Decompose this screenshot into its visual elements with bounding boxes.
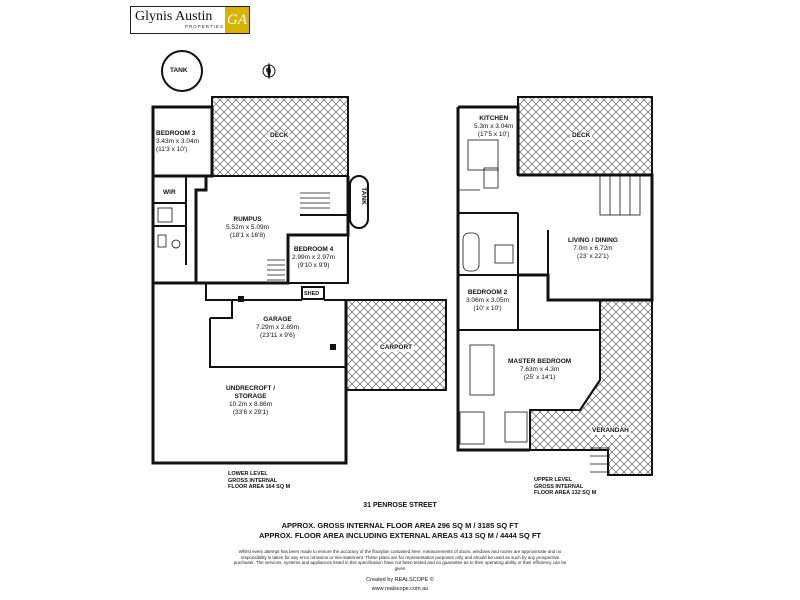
upper-level-label: UPPER LEVEL GROSS INTERNAL FLOOR AREA 13…	[534, 477, 596, 497]
room-metric: 7.0m x 6.72m	[573, 245, 613, 252]
level-line: FLOOR AREA 164 SQ M	[228, 484, 291, 490]
room-imperial: (11'3 x 10')	[156, 146, 188, 153]
room-metric: 3.06m x 3.05m	[466, 297, 509, 304]
level-line: UPPER LEVEL	[534, 477, 573, 483]
upper-level-plan	[456, 96, 654, 476]
logo-name: Glynis Austin	[135, 9, 213, 24]
level-line: LOWER LEVEL	[228, 471, 268, 477]
room-imperial: (23' x 22'1)	[577, 253, 609, 260]
room-rumpus: RUMPUS 5.52m x 5.09m (18'1 x 16'8)	[226, 216, 269, 240]
room-name: KITCHEN	[479, 115, 509, 122]
compass-needle-icon	[267, 62, 271, 80]
carport-label: CARPORT	[378, 344, 415, 352]
room-imperial: (10' x 10')	[473, 305, 502, 312]
website-link[interactable]: www.realscope.com.au	[371, 586, 429, 592]
lower-deck-label: DECK	[268, 132, 291, 140]
logo-mark: GA	[225, 7, 249, 33]
room-name: BEDROOM 3	[156, 130, 196, 137]
room-imperial: (25' x 14'1)	[523, 374, 556, 381]
tank-top-label: TANK	[170, 67, 188, 74]
room-bedroom-3: BEDROOM 3 3.43m x 3.04m (11'3 x 10')	[156, 130, 199, 154]
level-line: FLOOR AREA 132 SQ M	[534, 490, 597, 496]
room-imperial: (33'6 x 29'1)	[232, 409, 269, 416]
room-imperial: (17'5 x 10')	[477, 131, 510, 138]
room-metric: 7.29m x 2.89m	[256, 324, 299, 331]
room-bedroom-2: BEDROOM 2 3.06m x 3.05m (10' x 10')	[466, 289, 509, 313]
shed-label: SHED	[304, 291, 320, 297]
room-imperial: (18'1 x 16'8)	[229, 232, 266, 239]
room-name: BEDROOM 2	[467, 289, 508, 296]
compass-label: N	[266, 68, 270, 74]
external-area: APPROX. FLOOR AREA INCLUDING EXTERNAL AR…	[259, 531, 541, 540]
room-imperial: (9'10 x 9'9)	[297, 262, 330, 269]
room-name: LIVING / DINING	[568, 237, 618, 244]
room-garage: GARAGE 7.29m x 2.89m (23'11 x 9'6)	[256, 316, 299, 340]
upper-deck-label: DECK	[570, 132, 593, 140]
room-name-2: STORAGE	[234, 393, 267, 400]
level-line: GROSS INTERNAL	[534, 483, 584, 490]
room-metric: 10.2m x 8.86m	[229, 401, 273, 408]
room-kitchen: KITCHEN 5.3m x 3.04m (17'5 x 10')	[474, 115, 513, 139]
room-master-bedroom: MASTER BEDROOM 7.63m x 4.3m (25' x 14'1)	[508, 358, 571, 382]
tank-side-label: TANK	[359, 187, 367, 205]
logo-subtitle: PROPERTIES	[185, 24, 224, 29]
room-bedroom-4: BEDROOM 4 2.99m x 2.97m (9'10 x 9'9)	[292, 246, 335, 270]
room-imperial: (23'11 x 9'6)	[260, 332, 295, 339]
room-name: GARAGE	[263, 316, 292, 323]
lower-level-label: LOWER LEVEL GROSS INTERNAL FLOOR AREA 16…	[228, 471, 290, 491]
verandah-label: VERANDAH	[590, 427, 631, 435]
level-line: GROSS INTERNAL	[228, 477, 278, 484]
company-logo: Glynis Austin PROPERTIES GA	[130, 6, 250, 34]
room-metric: 2.99m x 2.97m	[292, 254, 335, 261]
wir-label: WIR	[163, 189, 176, 196]
tank-top	[161, 50, 203, 92]
room-undercroft: UNDRECROFT / STORAGE 10.2m x 8.86m (33'6…	[226, 385, 275, 417]
room-metric: 3.43m x 3.04m	[156, 138, 199, 145]
verandah-area	[529, 299, 653, 476]
room-metric: 7.63m x 4.3m	[519, 366, 560, 373]
room-living-dining: LIVING / DINING 7.0m x 6.72m (23' x 22'1…	[568, 237, 618, 261]
created-by: Created by REALSCOPE ©	[366, 577, 434, 583]
room-metric: 5.52m x 5.09m	[226, 224, 269, 231]
room-metric: 5.3m x 3.04m	[474, 123, 514, 130]
room-name: RUMPUS	[233, 216, 262, 223]
room-name: MASTER BEDROOM	[508, 358, 572, 365]
tank-side	[349, 175, 369, 229]
room-name: UNDRECROFT /	[226, 385, 276, 392]
address: 31 PENROSE STREET	[363, 502, 437, 509]
disclaimer-text: Whilst every attempt has been made to en…	[233, 549, 567, 571]
gross-internal-area: APPROX. GROSS INTERNAL FLOOR AREA 296 SQ…	[281, 521, 519, 530]
room-name: BEDROOM 4	[293, 246, 334, 253]
